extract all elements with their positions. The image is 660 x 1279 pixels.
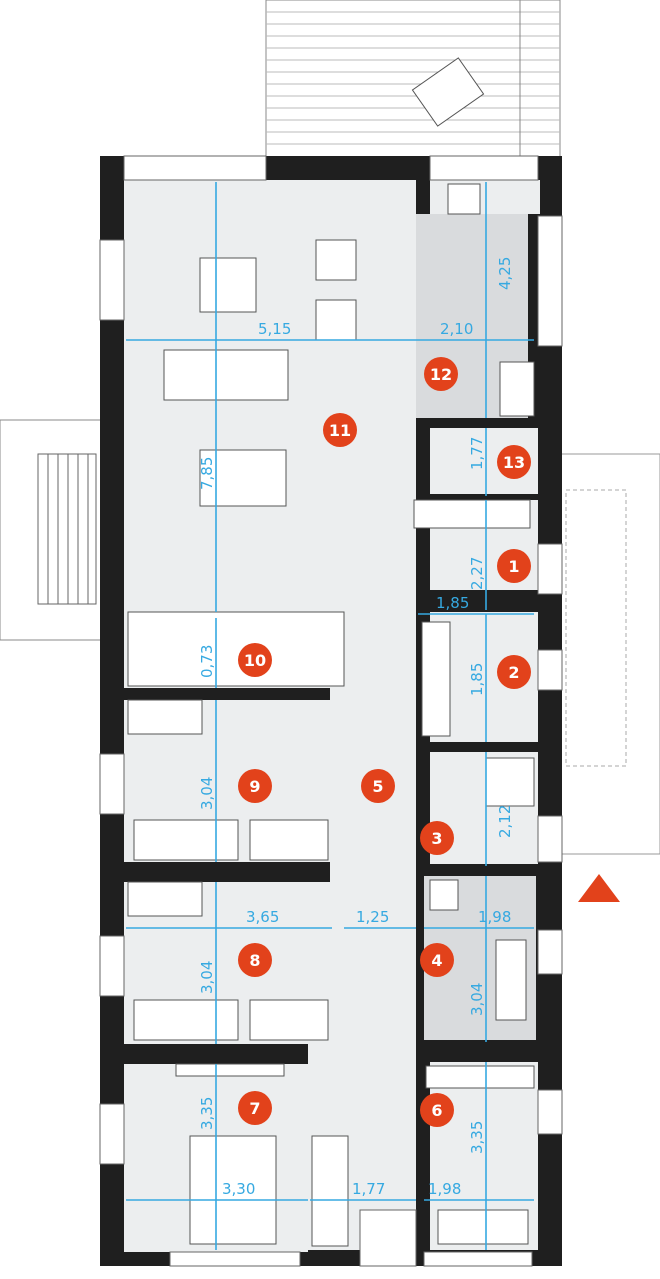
svg-text:13: 13 (503, 453, 525, 472)
dim-label: 1,25 (356, 908, 389, 926)
dim-label: 3,35 (468, 1121, 486, 1154)
dim-label: 7,85 (198, 457, 216, 490)
room-badge-9: 9 (238, 769, 272, 803)
svg-text:8: 8 (249, 951, 260, 970)
dim-label: 5,15 (258, 320, 291, 338)
dim-label: 1,77 (352, 1180, 385, 1198)
dim-label: 1,85 (436, 594, 469, 612)
room-badges: 1 2 3 4 5 6 7 8 9 10 11 12 13 (238, 357, 531, 1127)
dim-label: 2,10 (440, 320, 473, 338)
furniture (127, 183, 535, 1247)
svg-text:10: 10 (244, 651, 266, 670)
room-badge-7: 7 (238, 1091, 272, 1125)
dim-label: 3,04 (198, 777, 216, 810)
dim-label: 4,25 (496, 257, 514, 290)
dim-label: 3,30 (222, 1180, 255, 1198)
dim-label: 2,12 (496, 805, 514, 838)
svg-text:9: 9 (249, 777, 260, 796)
room-badge-6: 6 (420, 1093, 454, 1127)
room-badge-3: 3 (420, 821, 454, 855)
room-badge-13: 13 (497, 445, 531, 479)
terrace-right (553, 453, 660, 855)
terrace-top (265, 0, 561, 159)
room-badge-12: 12 (424, 357, 458, 391)
dim-label: 1,77 (468, 437, 486, 470)
svg-text:7: 7 (249, 1099, 260, 1118)
room-badge-10: 10 (238, 643, 272, 677)
dim-label: 3,65 (246, 908, 279, 926)
svg-text:11: 11 (329, 421, 351, 440)
dim-label: 3,35 (198, 1097, 216, 1130)
svg-text:3: 3 (431, 829, 442, 848)
dimension-labels: 5,15 2,10 4,25 7,85 1,77 2,27 1,85 1,85 … (198, 257, 514, 1198)
room-badge-2: 2 (497, 655, 531, 689)
dim-label: 1,98 (478, 908, 511, 926)
room-badge-11: 11 (323, 413, 357, 447)
windows (99, 155, 563, 1267)
svg-text:12: 12 (430, 365, 452, 384)
svg-text:2: 2 (508, 663, 519, 682)
svg-text:6: 6 (431, 1101, 442, 1120)
dim-label: 0,73 (198, 645, 216, 678)
terrace-left (0, 419, 105, 641)
dim-label: 3,04 (198, 961, 216, 994)
room-badge-5: 5 (361, 769, 395, 803)
dim-label: 1,98 (428, 1180, 461, 1198)
dim-label: 1,85 (468, 663, 486, 696)
dimension-lines (126, 182, 534, 1250)
room-badge-1: 1 (497, 549, 531, 583)
room-badge-8: 8 (238, 943, 272, 977)
room-badge-4: 4 (420, 943, 454, 977)
svg-text:1: 1 (508, 557, 519, 576)
dim-label: 2,27 (468, 557, 486, 590)
dim-label: 3,04 (468, 983, 486, 1016)
svg-text:5: 5 (372, 777, 383, 796)
entrance-arrow-icon (578, 874, 620, 902)
svg-text:4: 4 (431, 951, 442, 970)
